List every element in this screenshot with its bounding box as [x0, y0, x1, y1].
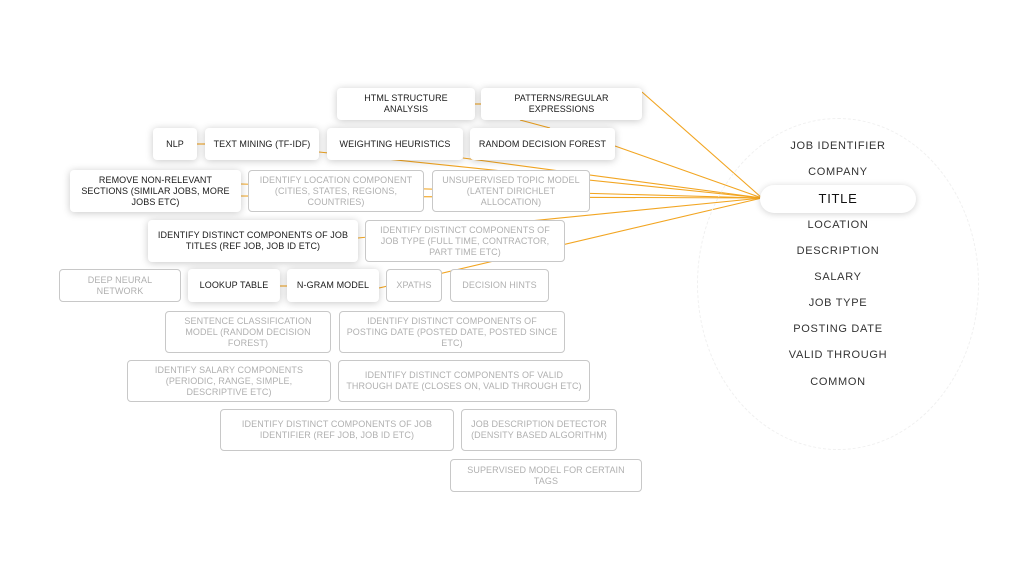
method-deep-neural-network[interactable]: DEEP NEURAL NETWORK [59, 269, 181, 302]
field-salary[interactable]: SALARY [814, 271, 862, 283]
field-posting-date[interactable]: POSTING DATE [793, 323, 883, 335]
method-identify-location-component[interactable]: IDENTIFY LOCATION COMPONENT (CITIES, STA… [248, 170, 424, 212]
field-description[interactable]: DESCRIPTION [796, 245, 880, 257]
method-sentence-classification-model[interactable]: SENTENCE CLASSIFICATION MODEL (RANDOM DE… [165, 311, 331, 353]
method-identify-salary-components[interactable]: IDENTIFY SALARY COMPONENTS (PERIODIC, RA… [127, 360, 331, 402]
method-identify-posting-date-components[interactable]: IDENTIFY DISTINCT COMPONENTS OF POSTING … [339, 311, 565, 353]
field-job-identifier[interactable]: JOB IDENTIFIER [790, 140, 886, 152]
method-supervised-model-certain-tags[interactable]: SUPERVISED MODEL FOR CERTAIN TAGS [450, 459, 642, 492]
method-n-gram-model[interactable]: N-GRAM MODEL [287, 269, 379, 302]
method-job-description-detector[interactable]: JOB DESCRIPTION DETECTOR (DENSITY BASED … [461, 409, 617, 451]
method-unsupervised-topic-model[interactable]: UNSUPERVISED TOPIC MODEL (LATENT DIRICHL… [432, 170, 590, 212]
method-xpaths[interactable]: XPATHS [386, 269, 442, 302]
method-remove-non-relevant-sections[interactable]: REMOVE NON-RELEVANT SECTIONS (SIMILAR JO… [70, 170, 241, 212]
method-text-mining[interactable]: TEXT MINING (TF-IDF) [205, 128, 319, 160]
method-patterns-regular-expressions[interactable]: PATTERNS/REGULAR EXPRESSIONS [481, 88, 642, 120]
field-common[interactable]: COMMON [810, 376, 866, 388]
field-title-selected[interactable]: TITLE [760, 185, 916, 213]
field-job-type[interactable]: JOB TYPE [808, 297, 868, 309]
method-identify-job-identifier-components[interactable]: IDENTIFY DISTINCT COMPONENTS OF JOB IDEN… [220, 409, 454, 451]
field-location[interactable]: LOCATION [807, 219, 869, 231]
method-identify-job-title-components[interactable]: IDENTIFY DISTINCT COMPONENTS OF JOB TITL… [148, 220, 358, 262]
method-nlp[interactable]: NLP [153, 128, 197, 160]
method-html-structure-analysis[interactable]: HTML STRUCTURE ANALYSIS [337, 88, 475, 120]
method-weighting-heuristics[interactable]: WEIGHTING HEURISTICS [327, 128, 463, 160]
method-random-decision-forest[interactable]: RANDOM DECISION FOREST [470, 128, 615, 160]
field-list-backdrop [697, 118, 979, 450]
method-decision-hints[interactable]: DECISION HINTS [450, 269, 549, 302]
field-company[interactable]: COMPANY [808, 166, 868, 178]
method-identify-valid-through-components[interactable]: IDENTIFY DISTINCT COMPONENTS OF VALID TH… [338, 360, 590, 402]
method-identify-job-type-components[interactable]: IDENTIFY DISTINCT COMPONENTS OF JOB TYPE… [365, 220, 565, 262]
field-valid-through[interactable]: VALID THROUGH [788, 349, 888, 361]
method-lookup-table[interactable]: LOOKUP TABLE [188, 269, 280, 302]
line-patterns-to-forest [519, 119, 551, 129]
